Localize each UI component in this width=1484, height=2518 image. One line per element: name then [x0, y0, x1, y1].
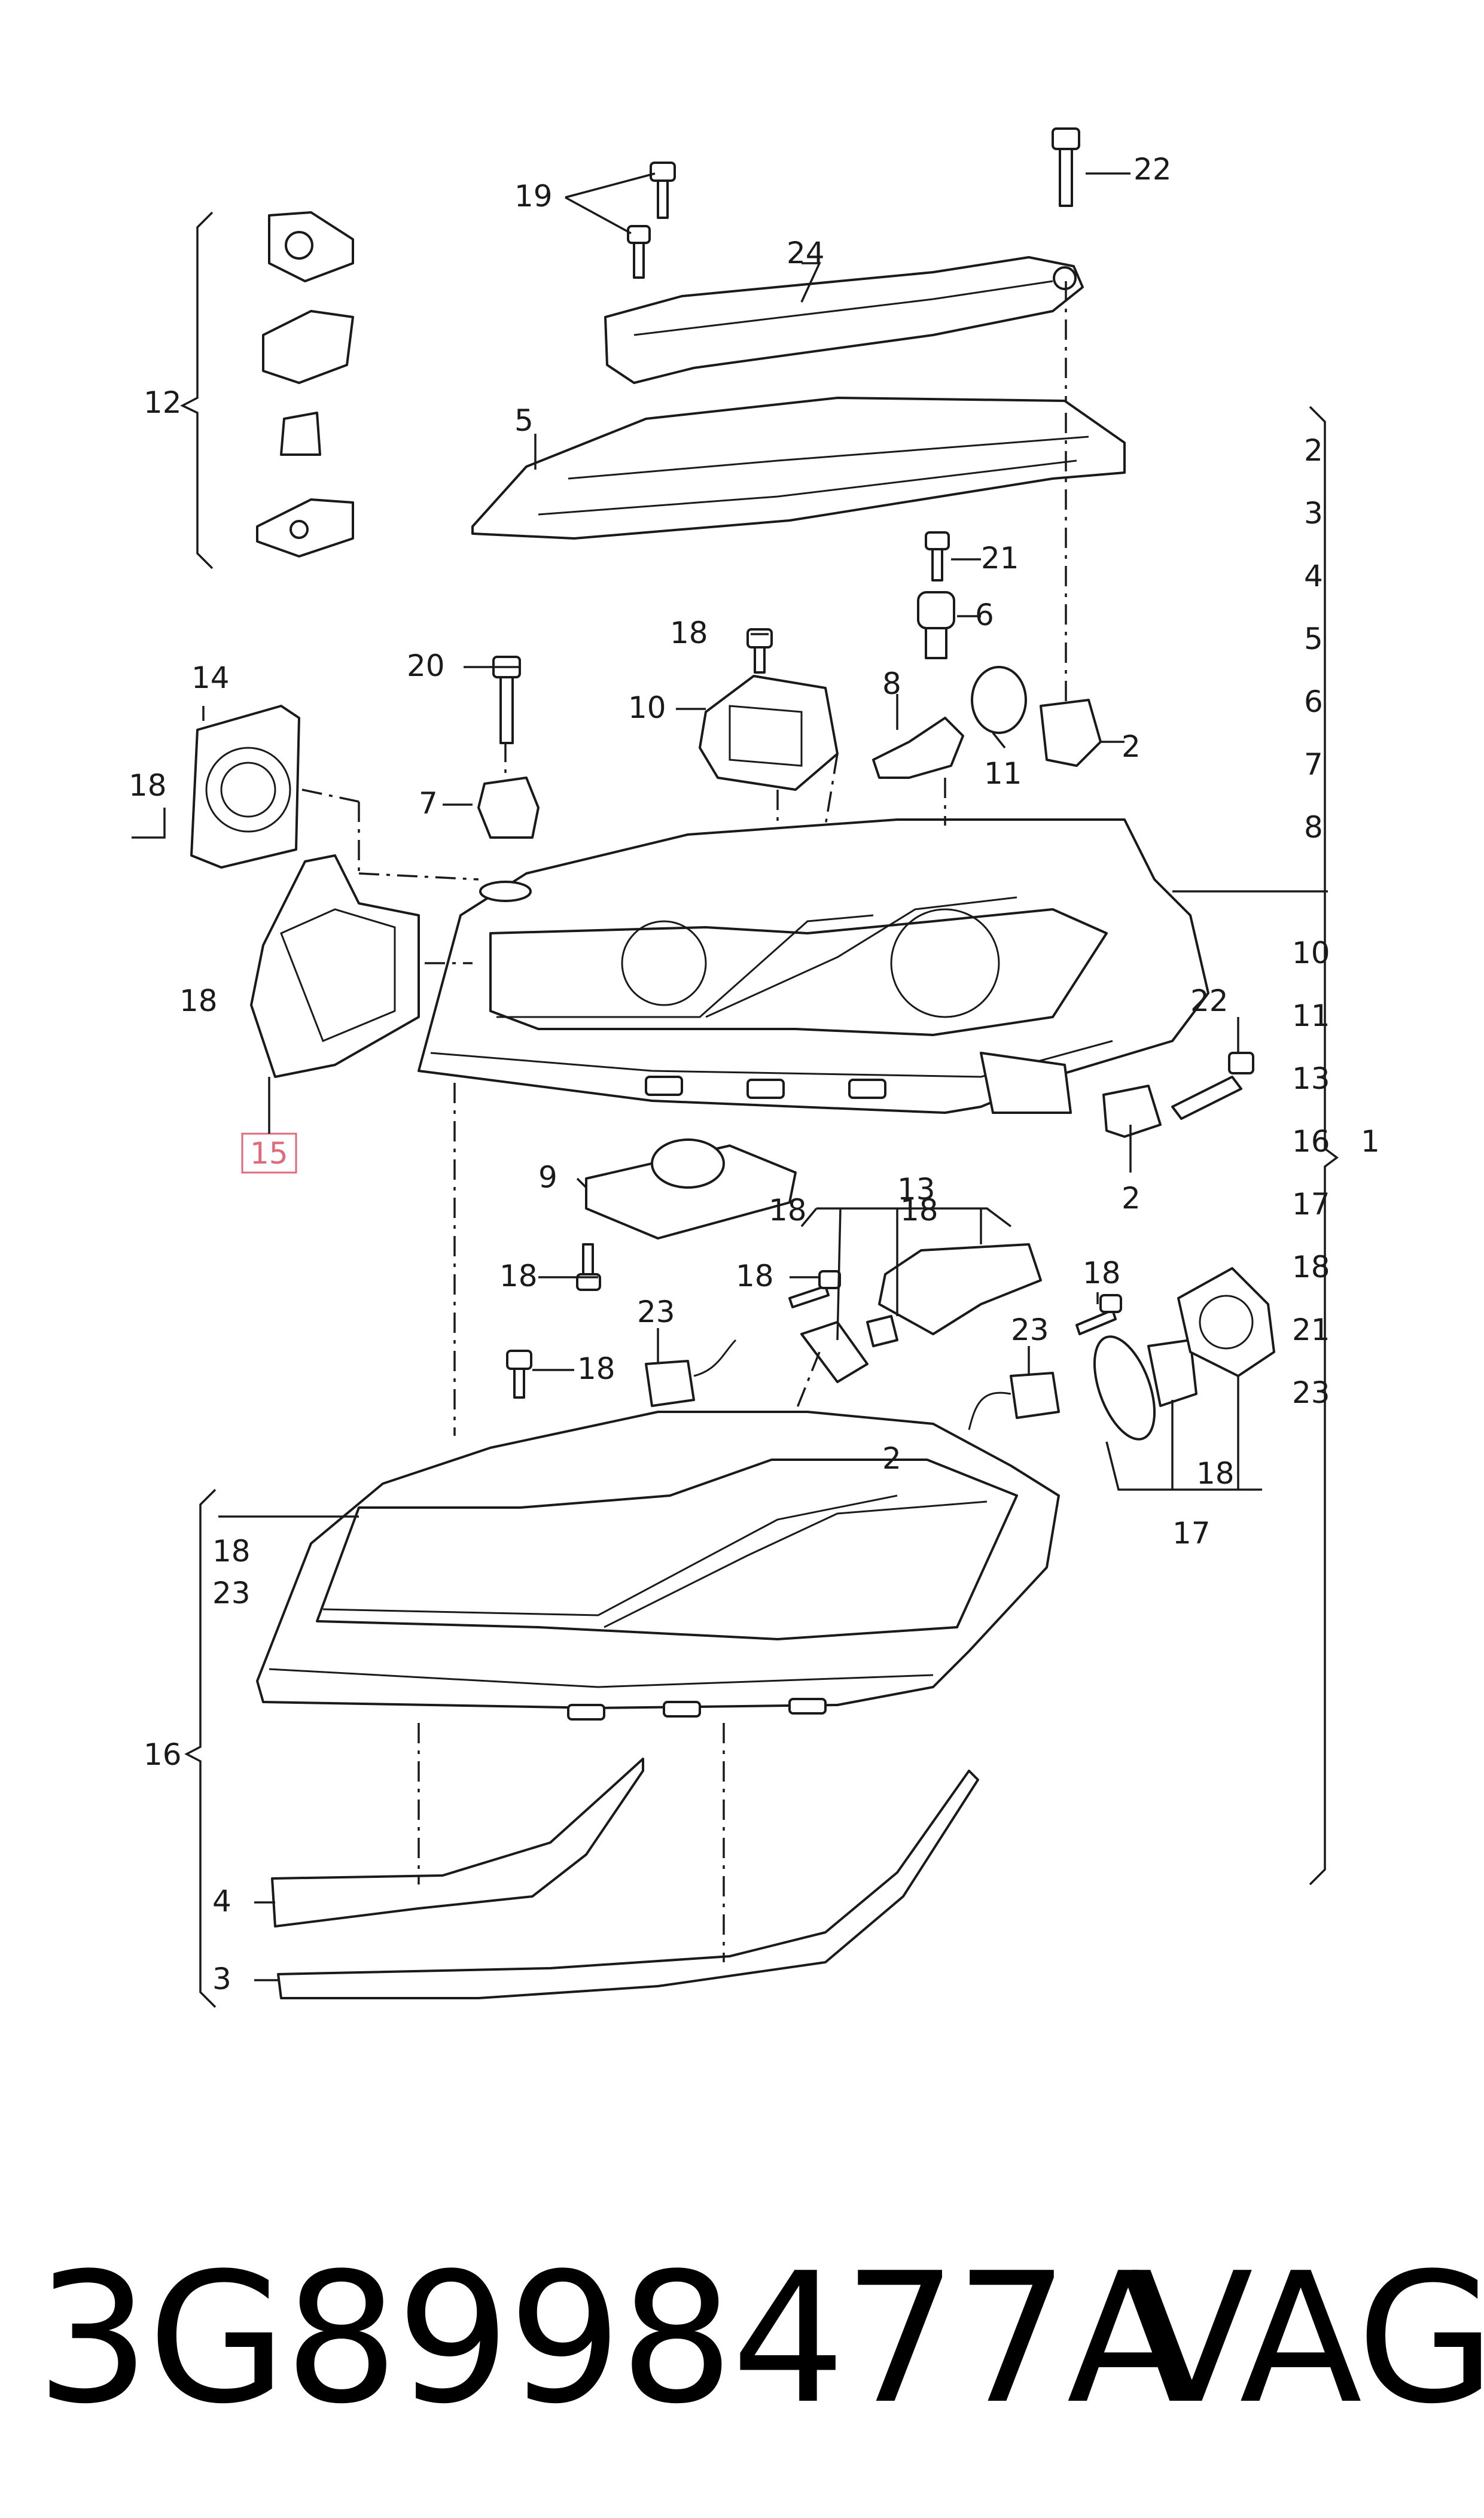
callout-11: 11 — [984, 756, 1022, 791]
callout-23-a: 23 — [637, 1295, 675, 1329]
callout-18-b: 18 — [179, 984, 218, 1018]
bulb-8 — [872, 717, 964, 779]
callout-14: 14 — [191, 660, 230, 695]
trim-strip-3 — [277, 1770, 979, 1999]
bracket-17 — [1147, 1339, 1197, 1407]
trim-strip-4 — [271, 1758, 644, 1928]
gasket-13 — [800, 1315, 898, 1383]
screw-22-right — [1171, 1052, 1254, 1120]
socket-6 — [917, 591, 955, 659]
cover-13 — [878, 1243, 1042, 1335]
screw-19-lower — [627, 225, 651, 279]
screw-18-module-10 — [746, 628, 773, 674]
index-4: 4 — [1304, 559, 1323, 593]
callout-17: 17 — [1172, 1516, 1211, 1551]
callout-23-c: 23 — [212, 1576, 251, 1610]
index-2: 2 — [1304, 433, 1323, 468]
screw-20 — [492, 656, 521, 744]
screw-18-control — [576, 1243, 601, 1291]
callout-22-top: 22 — [1133, 152, 1172, 187]
trim-strip-5 — [471, 397, 1126, 540]
headlight-housing-lower — [256, 1411, 1060, 1721]
screw-18-housing — [506, 1350, 532, 1399]
exploded-parts-diagram: 2 2 2 5 6 7 8 9 10 11 12 13 14 15 16 17 … — [129, 127, 1380, 2008]
index-21: 21 — [1292, 1313, 1330, 1347]
screw-22-top — [1052, 127, 1080, 207]
callout-22-right: 22 — [1190, 984, 1229, 1018]
seal-17 — [1093, 1335, 1156, 1441]
callout-18-e: 18 — [736, 1259, 774, 1293]
module-10 — [699, 675, 839, 791]
index-18: 18 — [1292, 1250, 1330, 1284]
cap-11 — [971, 666, 1027, 734]
connector-23-center — [645, 1339, 737, 1407]
clip-2-top — [1040, 699, 1102, 767]
callout-23-b: 23 — [1011, 1313, 1049, 1347]
part-number: 3G8998477A — [36, 2234, 1190, 2443]
index-16: 16 — [1292, 1124, 1330, 1159]
connector-23-right — [968, 1372, 1060, 1430]
callout-2b: 2 — [1122, 729, 1141, 764]
index-group-1: 1 — [1361, 1124, 1380, 1159]
callout-10: 10 — [628, 690, 666, 725]
callout-18-c: 18 — [670, 616, 708, 650]
index-23: 23 — [1292, 1375, 1330, 1410]
brand-name: VAG — [1130, 2234, 1484, 2443]
module-17 — [1177, 1267, 1275, 1377]
index-8: 8 — [1304, 810, 1323, 845]
screw-21 — [925, 531, 950, 581]
callout-24: 24 — [787, 236, 825, 270]
callout-12: 12 — [144, 385, 182, 420]
mounting-bracket-24 — [604, 256, 1084, 384]
callout-16-left: 16 — [144, 1737, 182, 1772]
callout-19: 19 — [514, 179, 553, 214]
headlight-housing-upper — [418, 818, 1209, 1114]
control-unit-9 — [585, 1138, 797, 1240]
callout-21: 21 — [981, 541, 1019, 576]
index-10: 10 — [1292, 936, 1330, 970]
index-13: 13 — [1292, 1061, 1330, 1096]
adjuster-7 — [477, 777, 540, 902]
index-6: 6 — [1304, 684, 1323, 719]
callout-20: 20 — [407, 648, 445, 683]
bracket-group-12 — [256, 211, 354, 558]
index-3: 3 — [1304, 496, 1323, 531]
callout-4: 4 — [212, 1884, 231, 1919]
callout-5: 5 — [514, 403, 534, 438]
callout-18-i: 18 — [1196, 1456, 1235, 1491]
callout-18-f: 18 — [900, 1193, 938, 1228]
index-17: 17 — [1292, 1187, 1330, 1222]
screw-19-upper — [650, 162, 676, 219]
module-14 — [190, 705, 300, 869]
module-15-highlighted — [250, 854, 420, 1078]
callout-7: 7 — [419, 786, 438, 821]
clip-2-right — [1102, 1085, 1162, 1138]
callout-13: 13 — [897, 1172, 936, 1207]
screw-18-gasket — [788, 1270, 841, 1308]
callout-18-h: 18 — [577, 1351, 615, 1386]
callout-9: 9 — [538, 1160, 557, 1195]
callout-2c: 2 — [1122, 1181, 1141, 1216]
footer: 3G8998477A VAG — [0, 2225, 1484, 2518]
callout-18-k: 18 — [769, 1193, 807, 1228]
index-11: 11 — [1292, 998, 1330, 1033]
callout-8: 8 — [882, 666, 901, 701]
callout-18-j: 18 — [212, 1534, 251, 1569]
screw-18-group17 — [1075, 1294, 1122, 1335]
callout-18-d: 18 — [499, 1259, 538, 1293]
callout-18-a: 18 — [129, 768, 167, 803]
callout-15: 15 — [250, 1136, 288, 1171]
callout-2a: 2 — [882, 1441, 901, 1476]
callout-3: 3 — [212, 1962, 231, 1996]
callout-18-g: 18 — [1083, 1256, 1121, 1290]
index-5: 5 — [1304, 622, 1323, 656]
callout-6: 6 — [975, 598, 994, 632]
index-7: 7 — [1304, 747, 1323, 782]
